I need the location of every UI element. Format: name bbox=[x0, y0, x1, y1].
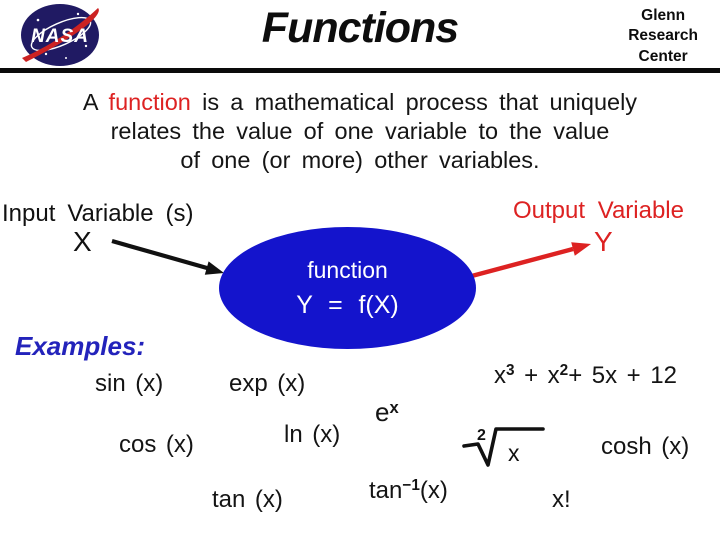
arctan-exponent: −1 bbox=[402, 477, 420, 495]
root-radicand: x bbox=[508, 440, 520, 466]
example-e-power-x: ex bbox=[375, 397, 399, 428]
org-line: Center bbox=[638, 47, 688, 65]
example-exp: exp (x) bbox=[229, 370, 306, 397]
examples-label: Examples: bbox=[15, 331, 146, 361]
nasa-logo-icon: NASA bbox=[21, 4, 99, 66]
example-tan: tan (x) bbox=[212, 486, 283, 513]
example-cos: cos (x) bbox=[119, 431, 194, 458]
org-line: Glenn bbox=[641, 7, 686, 24]
root-index: 2 bbox=[477, 427, 486, 444]
input-variable-label: Input Variable (s) bbox=[2, 200, 194, 227]
header-divider bbox=[0, 68, 720, 73]
intro-line-2: relates the value of one variable to the… bbox=[110, 118, 610, 144]
intro-prefix: A bbox=[82, 89, 98, 115]
input-variable-x: X bbox=[73, 226, 92, 257]
poly-exponent: 3 bbox=[506, 362, 515, 380]
example-sin: sin (x) bbox=[95, 370, 164, 397]
output-variable-y: Y bbox=[594, 226, 613, 257]
poly-term: + 5x + 12 bbox=[568, 362, 677, 389]
output-variable-label: Output Variable bbox=[513, 197, 684, 224]
e-exponent: x bbox=[389, 397, 399, 417]
org-name: Glenn Research Center bbox=[628, 6, 698, 67]
example-square-root: 2 x bbox=[462, 427, 545, 467]
org-line: Research bbox=[628, 27, 698, 45]
e-base: e bbox=[375, 397, 390, 427]
radical-sign bbox=[462, 427, 545, 467]
intro-rest: is a mathematical process that uniquely bbox=[202, 89, 638, 115]
example-ln: ln (x) bbox=[284, 421, 341, 448]
example-cosh: cosh (x) bbox=[601, 433, 690, 460]
function-keyword: function bbox=[108, 89, 191, 115]
page-title: Functions bbox=[261, 4, 459, 52]
poly-term: x bbox=[494, 362, 506, 389]
intro-line-3: of one (or more) other variables. bbox=[180, 147, 540, 173]
logo-wordmark: NASA bbox=[31, 26, 89, 47]
arctan-base: tan bbox=[369, 477, 403, 504]
arctan-argument: (x) bbox=[419, 477, 448, 504]
function-box-label: function bbox=[307, 256, 388, 283]
example-arctan: tan−1(x) bbox=[369, 477, 448, 505]
poly-exponent: 2 bbox=[559, 362, 569, 380]
input-arrow-icon bbox=[111, 238, 224, 275]
example-factorial: x! bbox=[552, 486, 571, 513]
output-arrow-icon bbox=[467, 242, 591, 280]
function-box-equation: Y = f(X) bbox=[296, 290, 399, 319]
logo-swoosh bbox=[22, 8, 99, 62]
poly-term: + x bbox=[514, 362, 560, 389]
intro-line-1: A function is a mathematical process tha… bbox=[0, 88, 720, 117]
example-polynomial: x3 + x2+ 5x + 12 bbox=[494, 362, 677, 390]
function-ellipse: function Y = f(X) bbox=[219, 227, 476, 349]
intro-text: A function is a mathematical process tha… bbox=[0, 88, 720, 175]
